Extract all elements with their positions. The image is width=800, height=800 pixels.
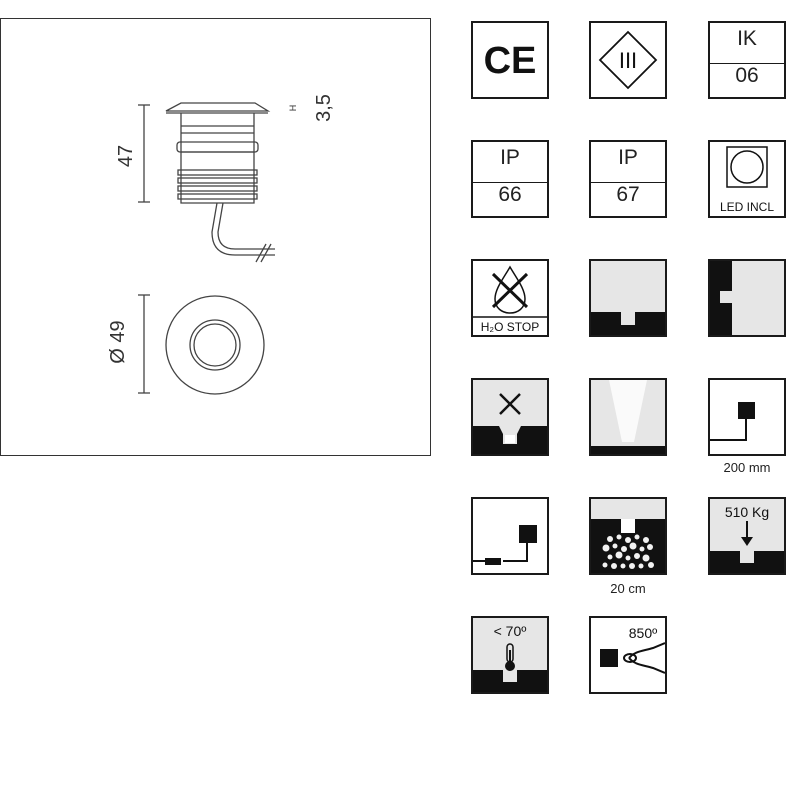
- ik-label: IK: [737, 27, 757, 50]
- glow-wire-label: 850º: [629, 625, 657, 641]
- recessed-floor-icon: [589, 259, 667, 337]
- led-included-icon: LED INCL: [708, 140, 786, 218]
- fixture-body: [180, 113, 255, 204]
- ik-value: 06: [710, 63, 784, 97]
- ce-mark-icon: CE: [471, 21, 549, 99]
- ip66-label: IP: [500, 146, 520, 169]
- cable-length-icon: [708, 378, 786, 456]
- diameter-label: Ø 49: [107, 320, 129, 363]
- height-label: 47: [115, 145, 137, 167]
- ik-rating-icon: IK 06: [708, 21, 786, 99]
- luminaire-drawing: 47 3,5 H Ø 49: [107, 94, 335, 395]
- fixture-head-flange: [165, 102, 271, 112]
- ip67-label: IP: [618, 146, 638, 169]
- ce-text: CE: [484, 40, 537, 82]
- top-view-outer: [165, 295, 265, 395]
- load-capacity-icon: 510 Kg: [708, 497, 786, 575]
- class-iii-icon: III: [589, 21, 667, 99]
- cable: [211, 202, 275, 256]
- h2o-stop-icon: H₂O STOP: [471, 259, 549, 337]
- gravel-drainage-icon: [589, 497, 667, 575]
- gravel-depth-label: 20 cm: [610, 581, 646, 596]
- temp-label: < 70º: [494, 623, 527, 639]
- led-label: LED INCL: [720, 200, 774, 214]
- ip66-icon: IP 66: [471, 140, 549, 218]
- connector-icon: [471, 497, 549, 575]
- class-iii-text: III: [619, 48, 637, 73]
- recessed-wall-icon: [708, 259, 786, 337]
- load-label: 510 Kg: [725, 504, 769, 520]
- h2o-label: H₂O STOP: [481, 320, 539, 334]
- head-thickness-label: 3,5: [313, 94, 335, 122]
- cable-length-label: 200 mm: [723, 460, 771, 475]
- not-for-ceiling-icon: [471, 378, 549, 456]
- ip67-icon: IP 67: [589, 140, 667, 218]
- glow-wire-test-icon: 850º: [589, 616, 667, 694]
- surface-temperature-icon: < 70º: [471, 616, 549, 694]
- head-tag: H: [288, 105, 298, 112]
- technical-drawing-panel: 47 3,5 H Ø 49: [0, 18, 431, 456]
- narrow-beam-icon: [589, 378, 667, 456]
- ip67-value: 67: [591, 182, 665, 216]
- ip66-value: 66: [473, 182, 547, 216]
